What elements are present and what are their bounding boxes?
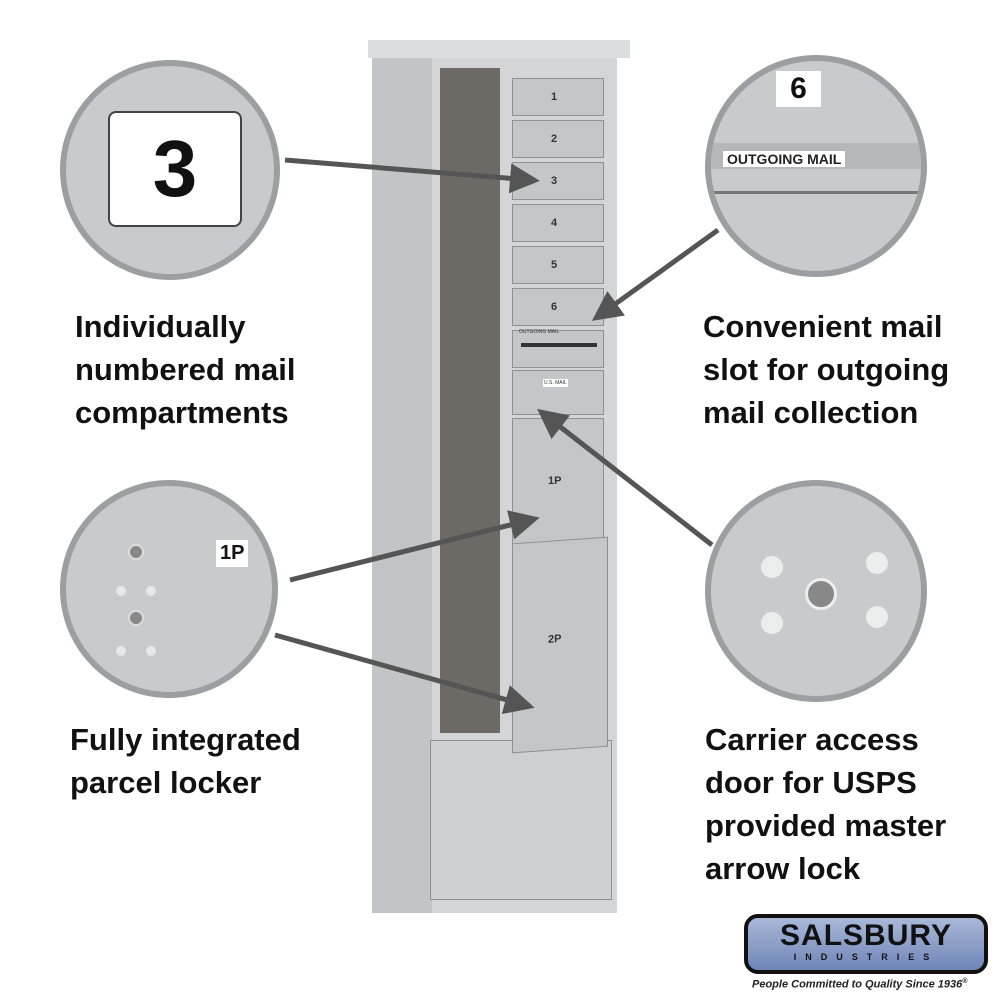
arrow-carrier [537,408,714,547]
callout-number-zoom: 3 [60,60,280,280]
caption-line: slot for outgoing [703,352,950,387]
usps-label: U.S. MAIL [543,379,568,387]
tagline-text: People Committed to Quality Since 1936 [752,978,963,991]
caption-line: provided master [705,808,947,843]
logo-tagline: People Committed to Quality Since 1936® [752,978,967,991]
caption-outgoing: Convenient mail slot for outgoing mail c… [703,305,949,434]
caption-line: Carrier access [705,722,919,757]
door-number: 2 [551,133,558,145]
carrier-door: U.S. MAIL [512,370,604,415]
door-number: 5 [551,259,558,271]
arrow-outgoing [591,227,720,321]
caption-line: arrow lock [705,851,861,886]
outgoing-label: OUTGOING MAIL [519,329,560,335]
door-number: 6 [551,301,558,313]
registered-mark: ® [962,978,968,985]
logo-name: SALSBURY [780,919,952,952]
caption-line: compartments [75,395,289,430]
mail-door: 2 [512,120,604,158]
salsbury-logo: SALSBURY INDUSTRIES [744,914,988,974]
caption-numbered: Individually numbered mail compartments [75,305,296,434]
door-number: 4 [551,217,558,229]
number-badge: 3 [108,111,242,227]
caption-carrier: Carrier access door for USPS provided ma… [705,718,946,890]
mail-door: 4 [512,204,604,242]
arrow-parcel-2 [274,632,535,715]
callout-parcel-zoom: 1P [60,480,278,698]
arrow-parcel-1 [289,510,540,583]
parcel-number: 1P [548,475,562,487]
caption-line: parcel locker [70,765,262,800]
caption-line: Individually [75,309,246,344]
number-badge: 1P [216,540,249,567]
logo-sub: INDUSTRIES [793,952,939,962]
caption-line: mail collection [703,395,919,430]
mail-door: 6 [512,288,604,326]
callout-lock-zoom [705,480,927,702]
caption-line: Convenient mail [703,309,943,344]
door-number: 1 [551,91,558,103]
arrow-numbered [284,157,540,194]
callout-outgoing-zoom: 6 OUTGOING MAIL [705,55,927,277]
number-badge: 6 [776,71,821,107]
mail-door: 1 [512,78,604,116]
outgoing-mail-label: OUTGOING MAIL [723,151,846,167]
caption-line: door for USPS [705,765,917,800]
door-number: 3 [551,175,558,187]
caption-line: numbered mail [75,352,296,387]
outgoing-slot: OUTGOING MAIL [512,329,604,368]
mail-door: 5 [512,246,604,284]
caption-line: Fully integrated [70,722,301,757]
caption-parcel: Fully integrated parcel locker [70,718,301,804]
